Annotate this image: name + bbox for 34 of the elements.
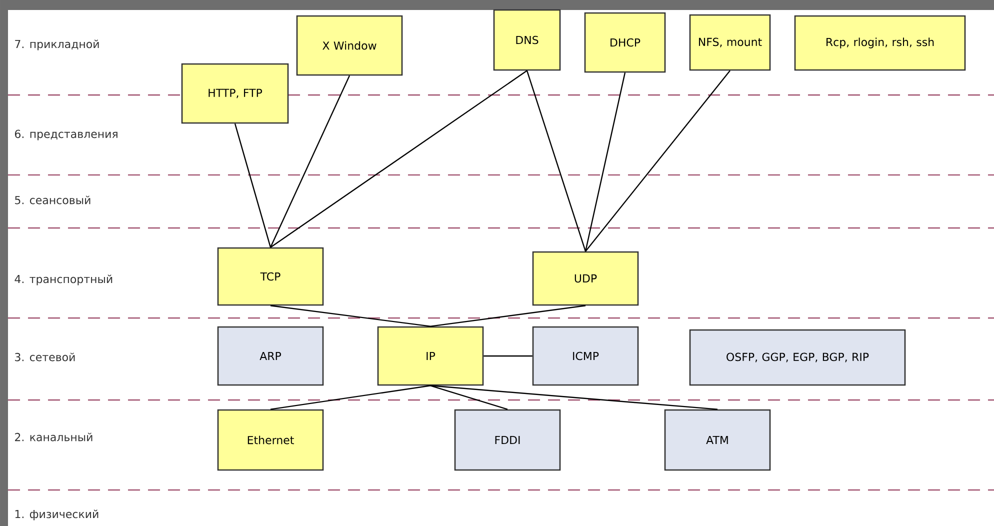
connector-line <box>270 305 431 327</box>
protocol-box: DNS <box>493 9 561 71</box>
layer-label: 1. физический <box>15 510 98 520</box>
connector-line <box>234 123 272 248</box>
connector-line <box>270 75 350 248</box>
protocol-box: ICMP <box>532 326 639 386</box>
protocol-box: UDP <box>532 251 639 306</box>
layer-label: 5. сеансовый <box>15 196 90 204</box>
layer-label: 6. представления <box>14 130 118 140</box>
protocol-box: TCP <box>217 247 324 306</box>
connector-line <box>585 70 730 252</box>
protocol-box: HTTP, FTP <box>181 63 289 124</box>
layer-label: 2. канальный <box>15 432 92 442</box>
connector-line <box>430 305 586 327</box>
connector-line <box>270 70 528 248</box>
protocol-box: Rcp, rlogin, rsh, ssh <box>794 15 966 71</box>
protocol-box: IP <box>377 326 484 386</box>
connector-line <box>584 72 626 252</box>
connector-line <box>430 385 508 410</box>
connector-line <box>430 385 718 410</box>
protocol-box: ATM <box>664 409 771 471</box>
connector-line <box>270 385 431 410</box>
protocol-box: Ethernet <box>217 409 324 471</box>
protocol-box: X Window <box>296 15 403 76</box>
layer-label: 4. транспортный <box>14 274 112 286</box>
protocol-box: ARP <box>217 326 324 386</box>
protocol-box: DHCP <box>584 12 666 73</box>
protocol-box: FDDI <box>454 409 561 471</box>
connector-line <box>526 70 586 252</box>
protocol-box: OSFP, GGP, EGP, BGP, RIP <box>689 329 906 386</box>
connector-line <box>484 355 532 357</box>
protocol-box: NFS, mount <box>689 14 771 71</box>
layer-label: 7. прикладной <box>15 40 99 50</box>
layer-label: 3. сетевой <box>15 352 75 362</box>
